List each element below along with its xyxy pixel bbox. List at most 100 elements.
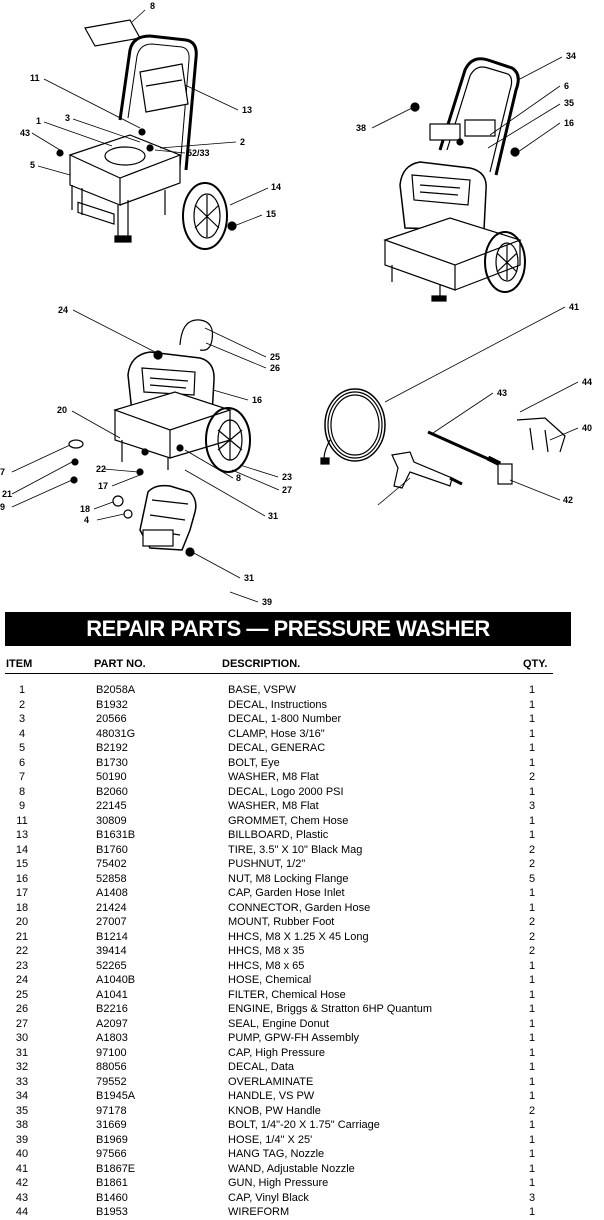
quantity: 1 xyxy=(528,742,536,754)
part-number: 27007 xyxy=(96,916,127,928)
part-description: BASE, VSPW xyxy=(228,684,296,696)
quantity: 1 xyxy=(528,1046,536,1059)
item-number: 22 xyxy=(15,945,29,957)
part-description: DECAL, Data xyxy=(228,1061,295,1073)
item-number: 3 xyxy=(18,713,26,725)
callout-label: 31 xyxy=(244,573,254,583)
part-number: A1041 xyxy=(96,988,128,1001)
part-number: 50190 xyxy=(96,771,127,783)
quantity: 1 xyxy=(528,814,536,827)
item-number: 27 xyxy=(15,1017,29,1030)
part-number: 52858 xyxy=(96,872,127,885)
quantity: 1 xyxy=(528,1162,536,1175)
part-number: B1867E xyxy=(96,1162,136,1175)
callout-label: 41 xyxy=(569,302,579,312)
callout-label: 31 xyxy=(268,511,278,521)
parts-table-header: ITEM PART NO. DESCRIPTION. QTY. xyxy=(0,658,604,672)
part-number: B1631B xyxy=(96,829,136,841)
callout-label: 20 xyxy=(57,405,67,415)
callout-label: 52/33 xyxy=(187,148,210,158)
callout-label: 16 xyxy=(564,118,574,128)
quantity: 1 xyxy=(528,1003,536,1015)
quantity: 3 xyxy=(528,1191,536,1204)
part-description: ENGINE, Briggs & Stratton 6HP Quantum xyxy=(228,1003,432,1015)
item-number: 15 xyxy=(15,858,29,870)
quantity: 1 xyxy=(528,785,536,798)
part-number: 31669 xyxy=(96,1119,127,1131)
part-number: B1861 xyxy=(96,1177,128,1189)
part-description: PUMP, GPW-FH Assembly xyxy=(228,1032,360,1044)
quantity: 1 xyxy=(528,974,536,986)
item-number: 17 xyxy=(15,887,29,899)
callout-label: 21 xyxy=(2,489,12,499)
item-number: 20 xyxy=(15,916,29,928)
part-description: DECAL, 1-800 Number xyxy=(228,713,342,725)
assembled-washer-illustration xyxy=(383,57,526,302)
quantity: 1 xyxy=(528,1061,536,1073)
quantity: 1 xyxy=(528,684,536,696)
quantity: 1 xyxy=(528,756,536,769)
quantity: 1 xyxy=(528,887,536,899)
quantity: 1 xyxy=(528,1075,536,1088)
part-description: SEAL, Engine Donut xyxy=(228,1017,329,1030)
callout-label: 35 xyxy=(564,98,574,108)
header-qty: QTY. xyxy=(523,658,548,670)
callout-label: 13 xyxy=(242,105,252,115)
quantity: 2 xyxy=(528,771,536,783)
part-description: NUT, M8 Locking Flange xyxy=(228,872,349,885)
callout-label: 38 xyxy=(356,123,366,133)
header-item: ITEM xyxy=(6,658,33,670)
quantity: 1 xyxy=(528,988,536,1001)
accessories-illustration xyxy=(320,388,566,489)
callout-label: 16 xyxy=(252,395,262,405)
quantity: 1 xyxy=(528,1032,536,1044)
part-description: HHCS, M8 X 1.25 X 45 Long xyxy=(228,930,369,943)
item-number: 7 xyxy=(18,771,26,783)
item-number: 26 xyxy=(15,1003,29,1015)
callout-label: 14 xyxy=(271,182,281,192)
part-number: B1969 xyxy=(96,1133,128,1146)
item-number: 11 xyxy=(16,814,28,827)
part-number: 52265 xyxy=(96,959,127,972)
quantity: 1 xyxy=(528,727,536,740)
item-number: 40 xyxy=(15,1148,29,1160)
item-number: 13 xyxy=(15,829,29,841)
part-description: HANG TAG, Nozzle xyxy=(228,1148,325,1160)
part-number: 20566 xyxy=(96,713,127,725)
item-number: 4 xyxy=(18,727,26,740)
part-number: B1760 xyxy=(96,843,128,856)
header-rule xyxy=(5,673,553,674)
quantity: 1 xyxy=(528,1133,536,1146)
part-description: WIREFORM xyxy=(228,1206,290,1218)
part-number: 97566 xyxy=(96,1148,127,1160)
part-description: TIRE, 3.5" X 10" Black Mag xyxy=(228,843,363,856)
item-number: 14 xyxy=(15,843,29,856)
item-number: 25 xyxy=(15,988,29,1001)
frame-assembly-illustration xyxy=(56,19,237,250)
part-number: 97100 xyxy=(96,1046,127,1059)
part-number: A1803 xyxy=(96,1032,128,1044)
item-number: 34 xyxy=(15,1090,29,1102)
quantity: 1 xyxy=(528,1119,536,1131)
part-description: WASHER, M8 Flat xyxy=(228,771,319,783)
quantity: 1 xyxy=(528,1148,536,1160)
callout-label: 4 xyxy=(84,515,89,525)
quantity: 2 xyxy=(528,858,536,870)
item-number: 2 xyxy=(18,698,26,711)
item-number: 18 xyxy=(15,901,29,914)
quantity: 2 xyxy=(528,930,536,943)
